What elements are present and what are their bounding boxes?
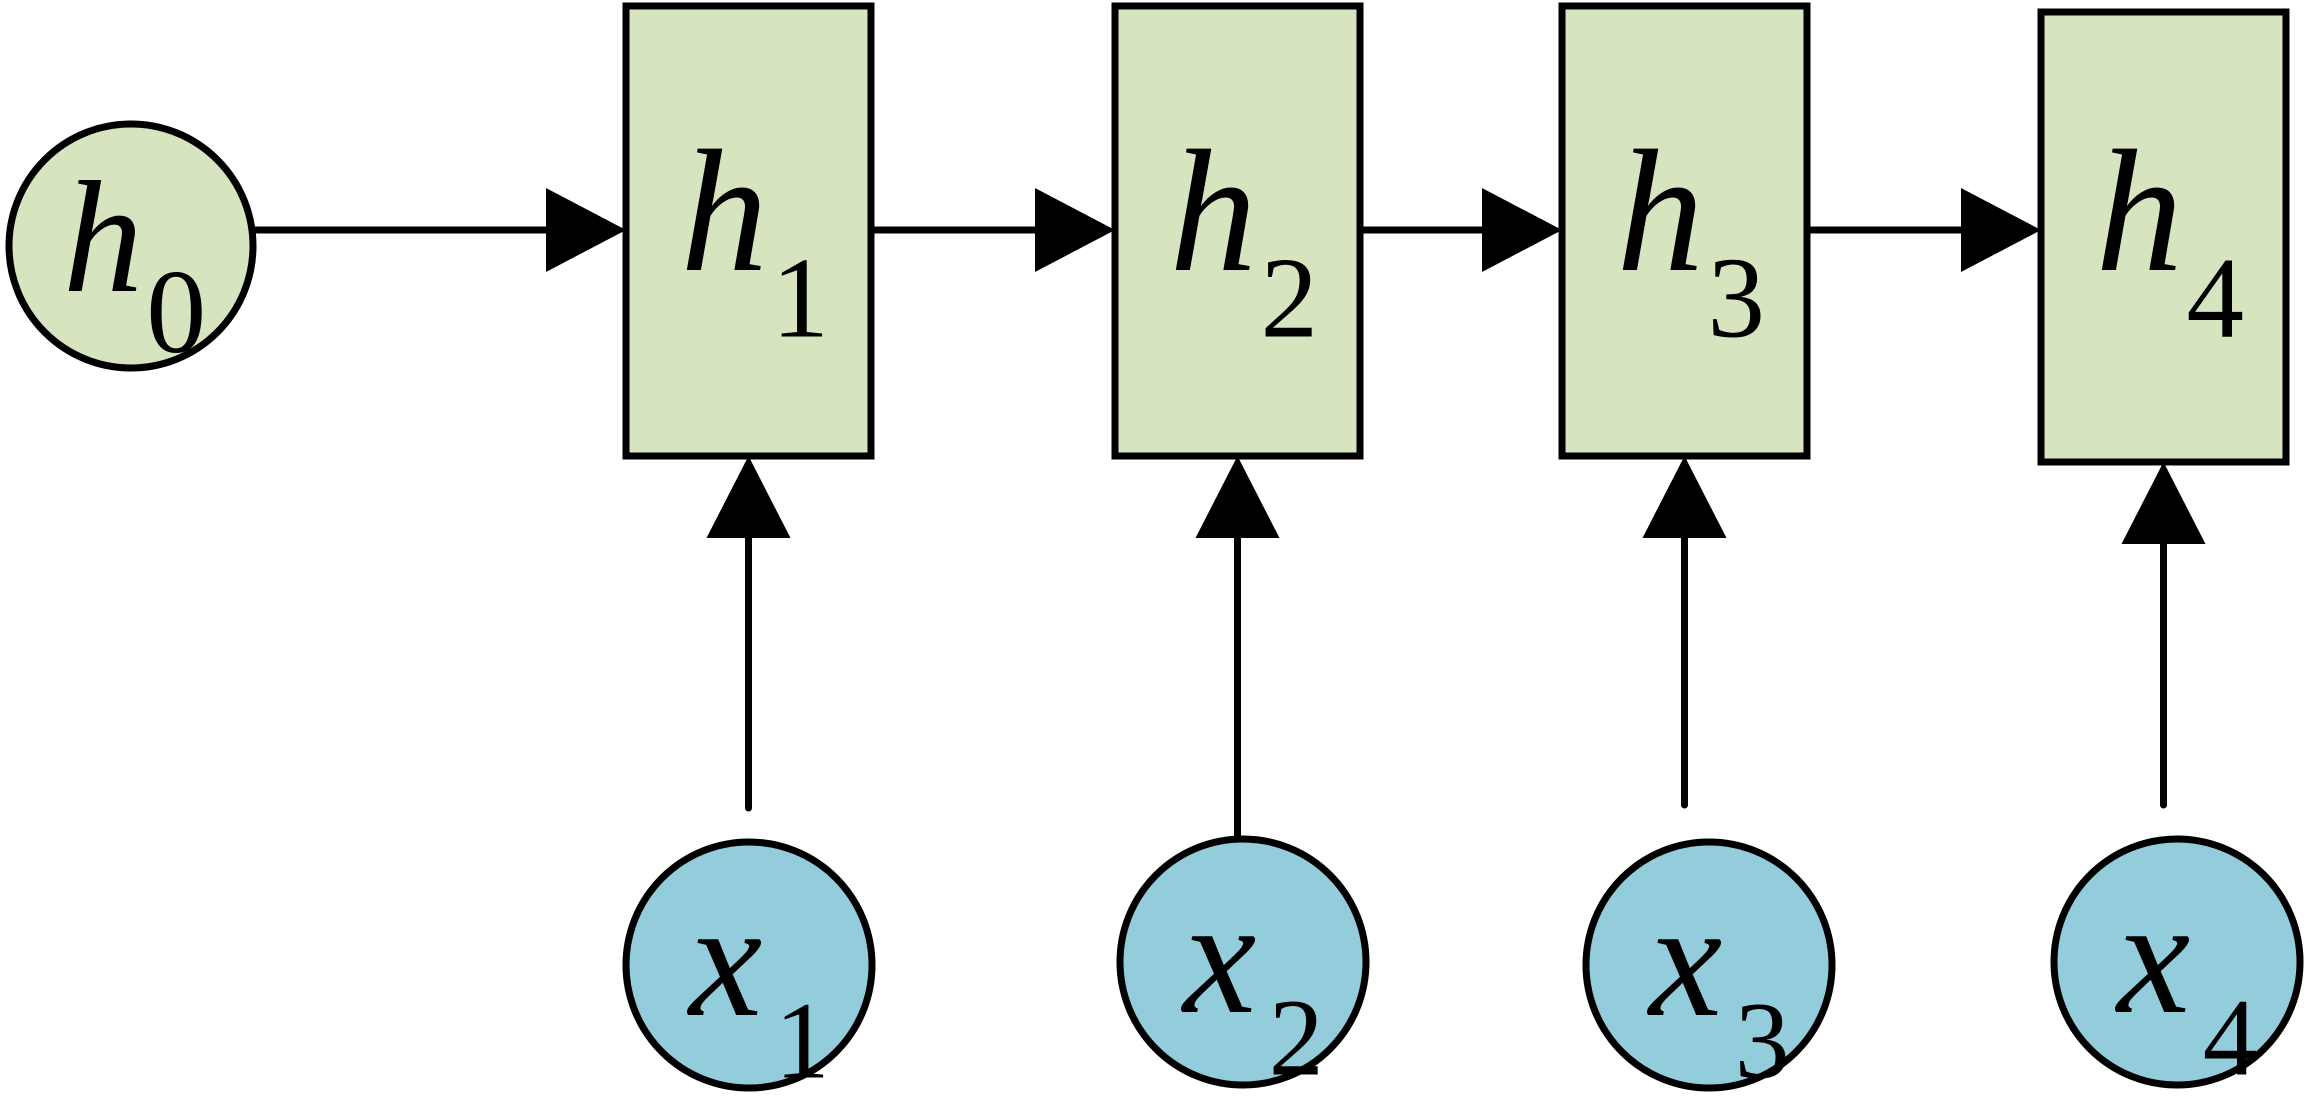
hidden-state-label-subscript: 3 <box>1708 235 1766 362</box>
input-label-subscript: 4 <box>2203 977 2258 1099</box>
initial-state-label-symbol: h <box>63 148 143 326</box>
hidden-state-label-subscript: 4 <box>2187 235 2245 362</box>
arrow-x1-to-h1-head <box>706 456 791 538</box>
connections <box>253 188 2206 842</box>
hidden-state-label-symbol: h <box>1617 114 1705 308</box>
arrow-x3-to-h3-head <box>1642 456 1727 538</box>
arrow-h1-to-h2-head <box>1035 188 1115 272</box>
input-label-symbol: x <box>686 868 762 1051</box>
arrow-x1-to-h1 <box>706 456 791 812</box>
hidden-state-label-symbol: h <box>1170 114 1258 308</box>
arrow-h3-to-h4-head <box>1961 188 2041 272</box>
arrow-x3-to-h3 <box>1642 456 1727 809</box>
arrow-x2-to-h2-head <box>1195 456 1280 538</box>
input-label-symbol: x <box>1180 865 1256 1048</box>
arrow-h0-to-h1-head <box>546 188 626 272</box>
arrow-h2-to-h3 <box>1360 188 1562 272</box>
hidden-state-label-subscript: 1 <box>772 235 830 362</box>
input-label-subscript: 2 <box>1269 977 1324 1099</box>
hidden-state-label-symbol: h <box>2096 114 2184 308</box>
input-label-symbol: x <box>2114 865 2190 1048</box>
arrow-x2-to-h2 <box>1195 456 1280 842</box>
initial-state-label-subscript: 0 <box>146 245 206 378</box>
input-label-symbol: x <box>1646 868 1722 1051</box>
input-label-subscript: 3 <box>1735 980 1790 1102</box>
arrow-x4-to-h4 <box>2121 462 2206 809</box>
arrow-h2-to-h3-head <box>1482 188 1562 272</box>
arrow-h3-to-h4 <box>1807 188 2041 272</box>
input-label-subscript: 1 <box>775 980 830 1102</box>
hidden-state-label-subscript: 2 <box>1261 235 1319 362</box>
arrow-h1-to-h2 <box>871 188 1115 272</box>
arrow-h0-to-h1 <box>253 188 626 272</box>
hidden-state-label-symbol: h <box>681 114 769 308</box>
arrow-x4-to-h4-head <box>2121 462 2206 544</box>
